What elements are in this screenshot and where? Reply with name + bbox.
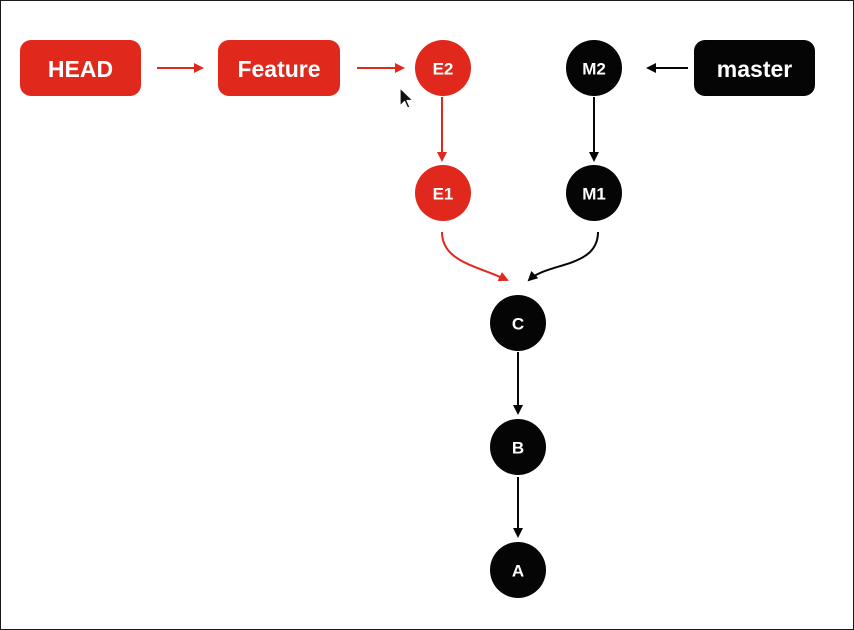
commit-c-label: C [512,315,524,334]
ref-feature: Feature [218,40,340,96]
ref-master: master [694,40,815,96]
commit-b-label: B [512,439,524,458]
commit-b: B [490,419,546,475]
commit-e1: E1 [415,165,471,221]
ref-head: HEAD [20,40,141,96]
commit-m2: M2 [566,40,622,96]
ref-feature-label: Feature [237,56,320,82]
commit-a: A [490,542,546,598]
commit-m1: M1 [566,165,622,221]
commit-a-label: A [512,562,524,581]
arrow-e1-to-c [441,231,509,282]
commit-e1-label: E1 [433,185,454,204]
ref-head-label: HEAD [48,56,113,82]
ref-master-label: master [717,56,792,82]
commit-e2-label: E2 [433,60,454,79]
commit-c: C [490,295,546,351]
commit-m1-label: M1 [582,185,606,204]
commit-m2-label: M2 [582,60,606,79]
arrow-m1-to-c [527,231,599,282]
mouse-pointer-icon [399,87,414,109]
commit-e2: E2 [415,40,471,96]
